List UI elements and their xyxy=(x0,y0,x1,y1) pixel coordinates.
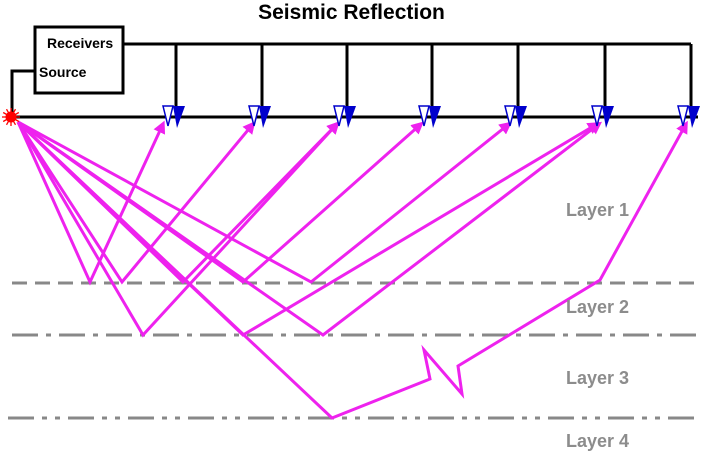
receiver-5-fill xyxy=(515,106,527,128)
receiver-6-outline xyxy=(591,105,603,127)
receiver-1-outline xyxy=(162,105,174,127)
triangle-down-icon xyxy=(591,105,614,128)
ray-path-6 xyxy=(16,121,340,338)
triangle-down-icon xyxy=(162,105,185,128)
equipment-box xyxy=(33,25,125,95)
triangle-down-icon xyxy=(248,105,271,128)
receiver-3-outline xyxy=(333,105,345,127)
receivers-label: Receivers xyxy=(47,35,114,51)
triangle-down-icon xyxy=(677,105,700,128)
receiver-drops xyxy=(174,44,693,113)
receivers xyxy=(162,105,700,128)
source-cable xyxy=(10,69,35,116)
layer-4-label: Layer 4 xyxy=(566,431,630,451)
receiver-5-outline xyxy=(504,105,516,127)
triangle-down-icon xyxy=(333,105,356,128)
triangle-down-icon xyxy=(504,105,527,128)
ray-path-deep xyxy=(16,120,688,420)
receiver-6-fill xyxy=(602,106,614,128)
receiver-2-fill xyxy=(259,106,271,128)
starburst-icon xyxy=(2,108,20,126)
diagram-title: Seismic Reflection xyxy=(258,1,445,24)
layer-2-label: Layer 2 xyxy=(566,297,630,317)
ray-paths xyxy=(16,120,688,420)
receiver-2-outline xyxy=(248,105,260,127)
ray-path-1 xyxy=(16,120,166,286)
receiver-1-fill xyxy=(173,106,185,128)
receiver-7-outline xyxy=(677,105,689,127)
triangle-down-icon xyxy=(418,105,441,128)
source-label: Source xyxy=(39,64,87,80)
receiver-4-fill xyxy=(429,106,441,128)
receiver-3-fill xyxy=(344,106,356,128)
ray-path-5 xyxy=(17,120,512,284)
ray-path-2 xyxy=(16,121,256,285)
receiver-7-fill xyxy=(688,106,700,128)
receiver-4-outline xyxy=(418,105,430,127)
ray-path-8 xyxy=(17,120,603,337)
layer-1-label: Layer 1 xyxy=(566,200,630,220)
layer-3-label: Layer 3 xyxy=(566,368,630,388)
